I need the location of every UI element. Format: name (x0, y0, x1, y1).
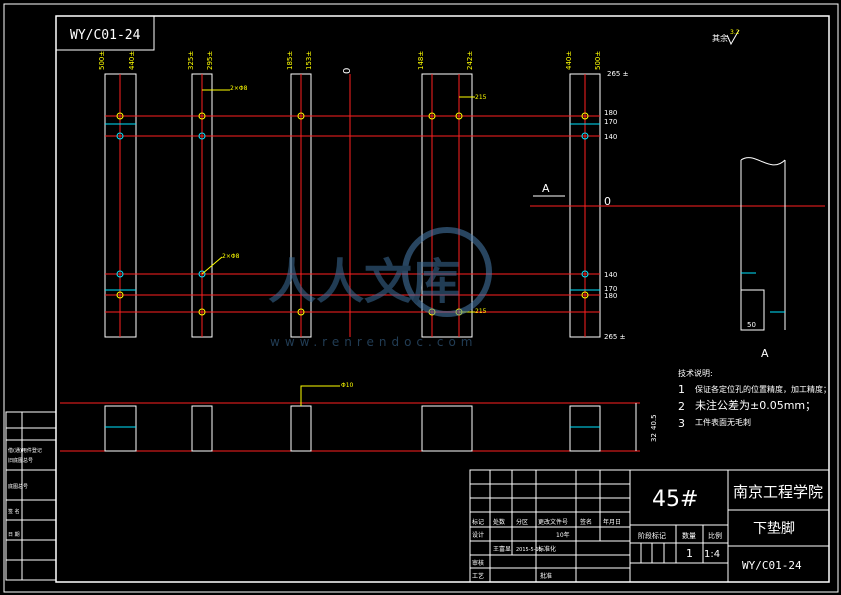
tb-design-4: 标准化 (538, 545, 556, 553)
top-dim-4: 295± (206, 51, 214, 70)
top-dim-8: 242± (466, 51, 474, 70)
material-text: 45# (652, 487, 698, 512)
right-dim-3: 170 (604, 118, 617, 126)
tb-stage-3: 比例 (708, 531, 722, 540)
callout-4: 215 (475, 308, 487, 315)
top-dim-7: 148± (417, 51, 425, 70)
callout-5: Φ10 (341, 382, 354, 389)
section-view-label: A (761, 347, 769, 360)
callout-3: 215 (475, 94, 487, 101)
watermark-logo: 人人文库 www.renrendoc.com (268, 227, 492, 349)
tb-label-review: 审核 (472, 559, 484, 567)
roughness-label: 其余 (712, 33, 728, 43)
callout-2: 2×Φ8 (222, 253, 240, 260)
tb-stage-1: 阶段标记 (638, 531, 666, 540)
top-dim-3: 325± (187, 51, 195, 70)
left-strip-table (5, 411, 57, 581)
title-block (469, 469, 830, 583)
tech-num-3: 3 (678, 417, 685, 430)
tb-design-5: 10年 (556, 531, 570, 539)
tb-design-2: 王富显 (493, 545, 511, 553)
right-dim-9: 265 ± (604, 333, 626, 341)
school-name: 南京工程学院 (733, 483, 823, 501)
roughness-icon (726, 29, 740, 46)
hole-lines (60, 74, 825, 452)
tech-note-2: 未注公差为±0.05mm； (695, 398, 816, 412)
section-view (740, 157, 786, 331)
top-dim-5: 185± (286, 51, 294, 70)
top-dim-9: 440± (565, 51, 573, 70)
right-dim-4: 140 (604, 133, 617, 141)
quantity-value: 1 (686, 547, 693, 560)
svg-text:人人文库: 人人文库 (268, 254, 460, 310)
section-label: A (542, 182, 550, 195)
left-block-2: 旧底图总号 (8, 457, 33, 464)
drawing-frame (55, 15, 830, 583)
code-box (55, 15, 155, 51)
tb-label-process: 工艺 (472, 572, 484, 580)
tb-header-2: 处数 (493, 518, 505, 526)
tb-stage-2: 数量 (682, 531, 696, 540)
scale-value: 1:4 (704, 549, 720, 560)
top-dim-10: 500± (594, 51, 602, 70)
tech-note-1: 保证各定位孔的位置精度，加工精度； (695, 384, 831, 394)
svg-text:www.renrendoc.com: www.renrendoc.com (270, 335, 477, 349)
tech-title: 技术说明: (678, 368, 713, 378)
right-dims: 265 ± 180 170 140 0 140 170 180 265 ± (604, 70, 629, 341)
cyan-markers (105, 123, 600, 291)
top-dims: 500± 440± 325± 295± 185± 153± 148± 242± … (98, 51, 602, 70)
left-block-5: 日 期 (8, 532, 20, 538)
tech-num-2: 2 (678, 400, 685, 413)
title-block-headers: 标记 处数 分区 更改文件号 签名 年月日 设计 王富显 2015-5-15 标… (472, 518, 722, 580)
top-dim-6: 153± (305, 51, 313, 70)
right-dim-1: 265 ± (607, 70, 629, 78)
tb-design-1: 设计 (472, 531, 484, 539)
tb-design-3: 2015-5-15 (516, 547, 542, 553)
left-block-4: 签 名 (8, 508, 20, 515)
outer-border (3, 3, 839, 593)
right-dim-8: 180 (604, 292, 617, 300)
section-dim: 50 (747, 321, 756, 329)
roughness-value: 3.2 (730, 29, 740, 36)
drawing-code-block: WY/C01-24 (742, 559, 802, 572)
right-dim-6: 140 (604, 271, 617, 279)
lower-dim-2: 40.5 (650, 414, 658, 430)
tech-note-3: 工件表面无毛刺 (695, 417, 751, 427)
front-leader (300, 385, 340, 406)
left-block-1: 借(通)用件登记 (8, 447, 42, 454)
top-dim-1: 500± (98, 51, 106, 70)
zero-vertical: 0 (342, 68, 353, 74)
left-block-3: 底图总号 (8, 483, 28, 490)
tech-num-1: 1 (678, 383, 685, 396)
right-dim-zero: 0 (604, 195, 611, 208)
tb-label-approve: 批准 (540, 572, 552, 580)
tb-header-5: 签名 (580, 518, 592, 526)
front-view (104, 403, 637, 452)
right-dim-2: 180 (604, 109, 617, 117)
right-dim-7: 170 (604, 285, 617, 293)
lower-dim-1: 32 (650, 433, 658, 442)
callout-1: 2×Φ8 (230, 85, 248, 92)
top-dim-2: 440± (128, 51, 136, 70)
part-name: 下垫脚 (753, 521, 795, 537)
tb-header-4: 更改文件号 (538, 518, 568, 526)
tb-header-1: 标记 (472, 518, 484, 526)
code-box-text: WY/C01-24 (70, 28, 141, 43)
tb-header-6: 年月日 (603, 518, 621, 526)
tb-header-3: 分区 (516, 518, 528, 526)
